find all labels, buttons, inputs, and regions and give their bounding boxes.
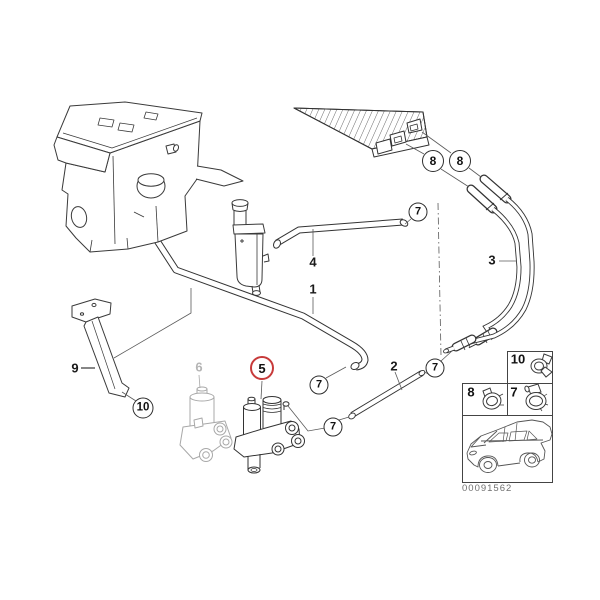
car-silhouette-icon bbox=[466, 419, 553, 473]
mounting-bracket-drawing bbox=[71, 298, 130, 398]
hose-1-drawing bbox=[138, 214, 369, 371]
callout-10-circle[interactable]: 10 bbox=[132, 397, 154, 419]
callout-7-circle-left[interactable]: 7 bbox=[309, 375, 329, 395]
worm-drive-clamp-icon bbox=[482, 387, 504, 410]
callout-7-circle-right[interactable]: 7 bbox=[425, 358, 445, 378]
legend-cell-8-label: 8 bbox=[467, 384, 475, 400]
callout-8-circle-right[interactable]: 8 bbox=[449, 150, 471, 172]
hose-4-drawing bbox=[272, 218, 409, 249]
callout-3[interactable]: 3 bbox=[488, 252, 496, 268]
legend-cell-10-label: 10 bbox=[510, 351, 526, 367]
callout-2[interactable]: 2 bbox=[390, 358, 398, 374]
spring-band-clamp-icon bbox=[530, 353, 553, 378]
callout-1[interactable]: 1 bbox=[309, 281, 317, 297]
callout-7-circle-top[interactable]: 7 bbox=[408, 202, 428, 222]
callout-8-circle-left[interactable]: 8 bbox=[422, 150, 444, 172]
pipe-2-drawing bbox=[348, 369, 426, 420]
twin-pipes-3-drawing bbox=[443, 174, 535, 354]
expansion-tank-drawing bbox=[231, 199, 270, 296]
engine-block-drawing bbox=[53, 101, 244, 253]
water-valve-drawing bbox=[233, 396, 305, 474]
callout-4[interactable]: 4 bbox=[309, 254, 317, 270]
auxiliary-water-pump-drawing bbox=[179, 374, 233, 462]
legend-cell-7-label: 7 bbox=[510, 384, 518, 400]
leader-lines bbox=[81, 131, 517, 432]
callout-9[interactable]: 9 bbox=[71, 360, 79, 376]
callout-5-circle-highlighted[interactable]: 5 bbox=[250, 356, 274, 380]
callout-6[interactable]: 6 bbox=[195, 359, 203, 375]
screw-hose-clamp-icon bbox=[524, 383, 549, 412]
heater-core-drawing bbox=[293, 107, 430, 158]
callout-7-circle-bottom[interactable]: 7 bbox=[323, 417, 343, 437]
part-number-text: 00091562 bbox=[462, 483, 513, 494]
legend-box bbox=[462, 351, 553, 483]
